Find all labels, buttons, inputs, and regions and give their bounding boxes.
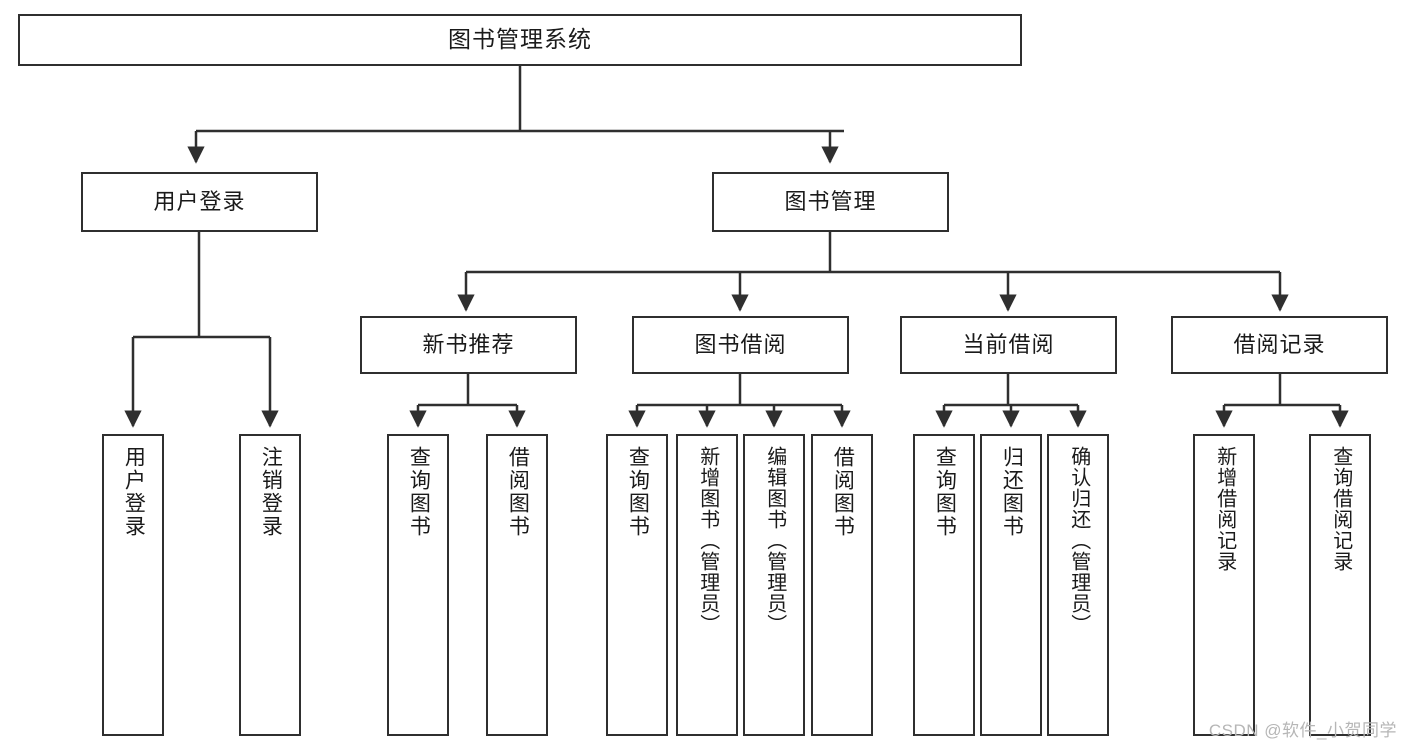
leaf-recommend-query-book[interactable]: 查询图书	[387, 434, 449, 736]
node-label: 图书管理	[784, 188, 877, 214]
node-label: 借阅记录	[1233, 331, 1326, 357]
node-root-system[interactable]: 图书管理系统	[18, 14, 1022, 66]
leaf-label: 查询图书	[933, 446, 957, 538]
leaf-borrow-edit-book-admin[interactable]: 编辑图书（管理员）	[743, 434, 805, 736]
node-new-book-recommend[interactable]: 新书推荐	[360, 316, 577, 374]
node-label: 当前借阅	[962, 331, 1055, 357]
node-book-management[interactable]: 图书管理	[712, 172, 949, 232]
node-label: 图书借阅	[694, 331, 787, 357]
leaf-borrow-add-book-admin[interactable]: 新增图书（管理员）	[676, 434, 738, 736]
leaf-label: 借阅图书	[831, 446, 855, 538]
node-current-borrow[interactable]: 当前借阅	[900, 316, 1117, 374]
node-user-login[interactable]: 用户登录	[81, 172, 318, 232]
leaf-current-query-book[interactable]: 查询图书	[913, 434, 975, 736]
leaf-label: 借阅图书	[506, 446, 530, 538]
node-label: 新书推荐	[422, 331, 515, 357]
leaf-label: 新增图书（管理员）	[696, 446, 719, 635]
node-label: 用户登录	[153, 188, 246, 214]
csdn-watermark: CSDN @软件_小贺同学	[1208, 721, 1397, 740]
leaf-record-add-record[interactable]: 新增借阅记录	[1193, 434, 1255, 736]
leaf-borrow-borrow-book[interactable]: 借阅图书	[811, 434, 873, 736]
leaf-borrow-query-book[interactable]: 查询图书	[606, 434, 668, 736]
leaf-user-login-login[interactable]: 用户登录	[102, 434, 164, 736]
leaf-recommend-borrow-book[interactable]: 借阅图书	[486, 434, 548, 736]
leaf-label: 新增借阅记录	[1213, 446, 1236, 572]
node-borrow-record[interactable]: 借阅记录	[1171, 316, 1388, 374]
leaf-label: 归还图书	[1000, 446, 1024, 538]
leaf-label: 用户登录	[122, 446, 146, 538]
leaf-current-return-book[interactable]: 归还图书	[980, 434, 1042, 736]
leaf-label: 注销登录	[259, 446, 283, 538]
node-label: 图书管理系统	[448, 26, 592, 53]
leaf-label: 查询图书	[407, 446, 431, 538]
node-book-borrow[interactable]: 图书借阅	[632, 316, 849, 374]
leaf-record-query-record[interactable]: 查询借阅记录	[1309, 434, 1371, 736]
leaf-label: 编辑图书（管理员）	[763, 446, 786, 635]
leaf-label: 查询图书	[626, 446, 650, 538]
leaf-label: 查询借阅记录	[1329, 446, 1352, 572]
leaf-user-login-logout[interactable]: 注销登录	[239, 434, 301, 736]
leaf-current-confirm-return-admin[interactable]: 确认归还（管理员）	[1047, 434, 1109, 736]
leaf-label: 确认归还（管理员）	[1067, 446, 1090, 635]
